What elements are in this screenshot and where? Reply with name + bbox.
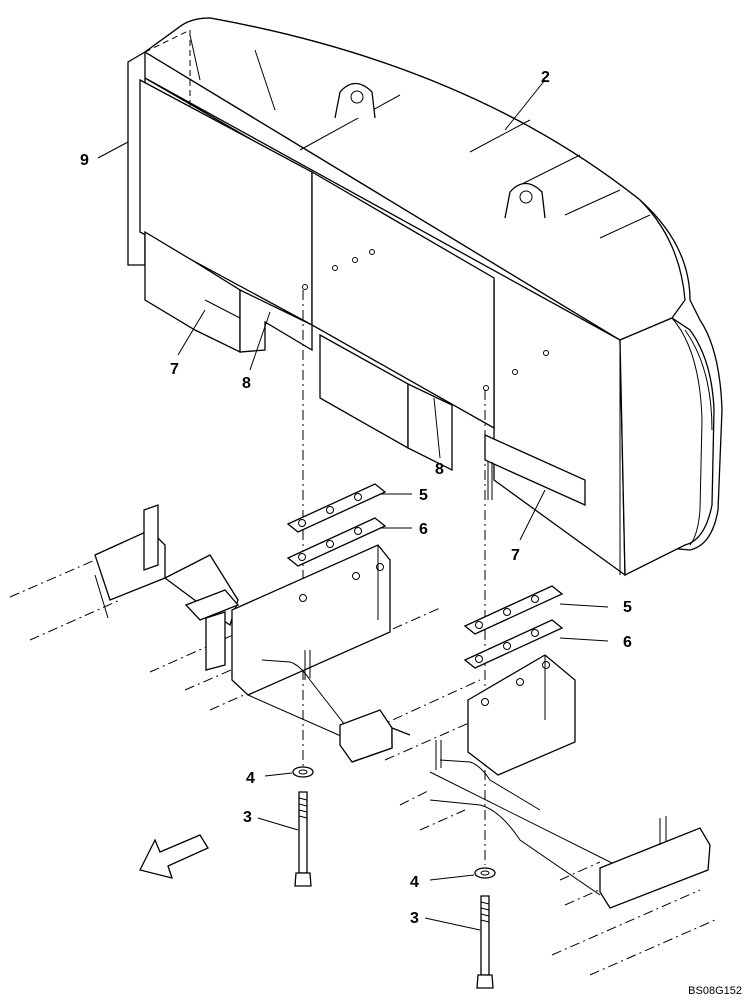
callout-5: 5: [419, 487, 428, 504]
callout-7: 7: [170, 361, 179, 378]
callouts: 2 9 7 8 8 7 5 6 5 6 4 3 4 3: [80, 69, 632, 927]
upper-frame: [9, 504, 716, 976]
callout-8: 8: [435, 461, 444, 478]
bolt-right: [424, 895, 494, 989]
washer-right: [429, 867, 496, 881]
lower-frame: [429, 654, 711, 909]
callout-2: 2: [541, 69, 550, 86]
front-direction-arrow-icon: [139, 834, 209, 879]
bolt-left: [257, 791, 312, 887]
callout-9: 9: [80, 152, 89, 169]
callout-4: 4: [410, 874, 419, 891]
callout-6: 6: [419, 521, 428, 538]
callout-3: 3: [243, 809, 252, 826]
callout-8: 8: [242, 375, 251, 392]
callout-3: 3: [410, 910, 419, 927]
shims-right: [463, 585, 609, 669]
callout-7: 7: [511, 547, 520, 564]
front-plates: [139, 78, 621, 575]
washer-left: [264, 766, 314, 778]
shims-left: [286, 483, 412, 567]
callout-5: 5: [623, 599, 632, 616]
callout-4: 4: [246, 770, 255, 787]
spacer-blocks: [144, 230, 586, 541]
drawing-code: BS08G152: [688, 985, 742, 997]
callout-6: 6: [623, 634, 632, 651]
